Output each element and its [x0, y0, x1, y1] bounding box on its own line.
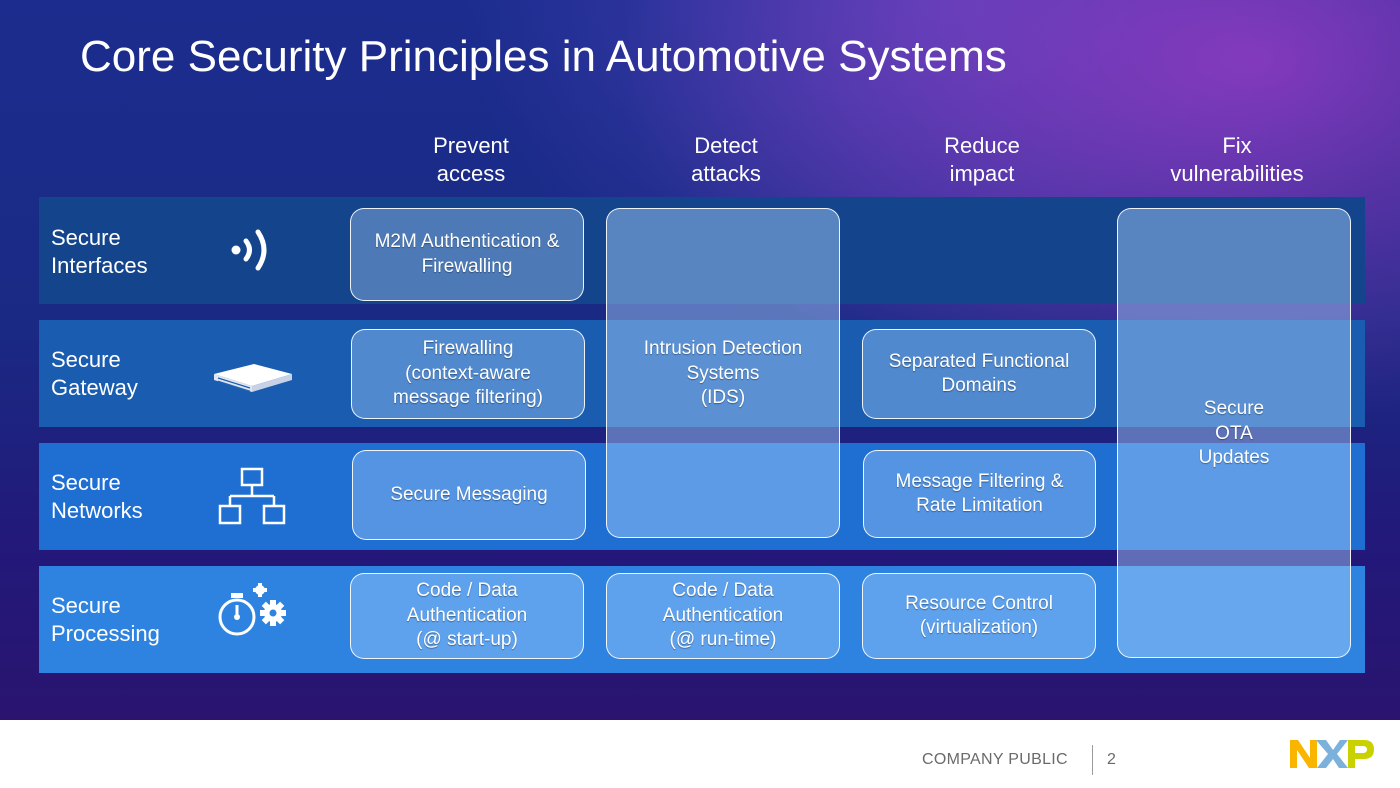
network-topology-icon [218, 467, 286, 525]
nxp-logo [1290, 740, 1374, 768]
cell-firewalling: Firewalling (context-aware message filte… [351, 329, 585, 419]
row-band-interfaces [39, 197, 1365, 304]
column-header-detect: Detect attacks [691, 133, 761, 186]
column-header-reduce: Reduce impact [944, 133, 1020, 186]
cell-intrusion-detection-label: Intrusion Detection Systems (IDS) [643, 338, 803, 408]
cell-separated-domains: Separated Functional Domains [862, 329, 1096, 419]
cell-resource-control: Resource Control (virtualization) [862, 573, 1096, 659]
cell-m2m-authentication: M2M Authentication & Firewalling [350, 208, 584, 301]
column-header-prevent: Prevent access [433, 133, 509, 186]
cell-code-auth-startup: Code / Data Authentication (@ start-up) [350, 573, 584, 659]
classification-label: COMPANY PUBLIC [922, 751, 1068, 768]
wireless-signal-icon [231, 229, 267, 271]
cell-secure-ota-label: Secure OTA Updates [1198, 398, 1270, 468]
cell-secure-ota: Secure OTA Updates [1117, 208, 1351, 658]
footer-divider [1092, 745, 1093, 775]
cell-secure-messaging: Secure Messaging [352, 450, 586, 540]
row-label-networks: Secure Networks [51, 470, 143, 523]
row-label-gateway: Secure Gateway [51, 347, 138, 400]
cell-intrusion-detection: Intrusion Detection Systems (IDS) [606, 208, 840, 538]
row-label-processing: Secure Processing [51, 593, 160, 646]
slide-title: Core Security Principles in Automotive S… [80, 32, 1007, 81]
cell-message-filtering: Message Filtering & Rate Limitation [863, 450, 1096, 538]
row-label-interfaces: Secure Interfaces [51, 225, 148, 278]
page-number: 2 [1107, 751, 1116, 768]
gateway-device-icon [214, 364, 292, 392]
cell-code-auth-runtime: Code / Data Authentication (@ run-time) [606, 573, 840, 659]
slide-background: Core Security Principles in Automotive S… [0, 0, 1400, 720]
processing-gears-icon [218, 583, 286, 636]
column-header-fix: Fix vulnerabilities [1170, 133, 1304, 186]
